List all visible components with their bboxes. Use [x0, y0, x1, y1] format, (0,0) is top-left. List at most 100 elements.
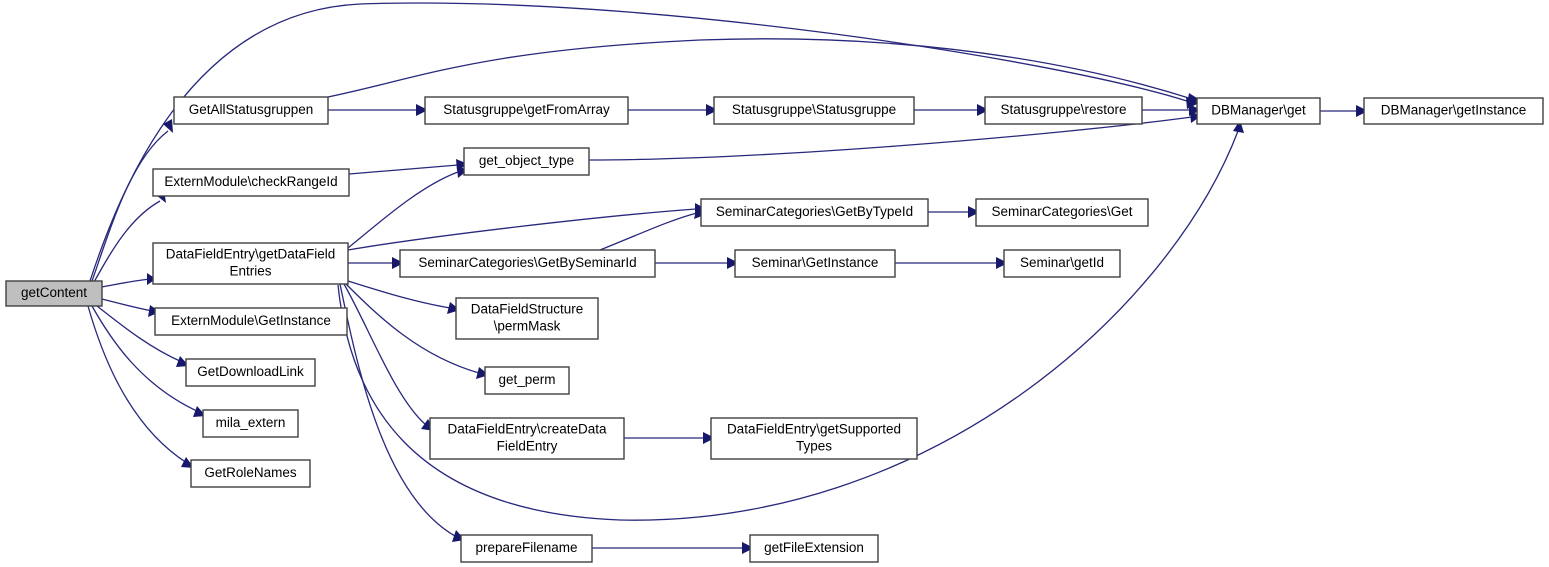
edge-prepareFilename-to-getFileExtension — [592, 542, 754, 554]
node-rect[interactable] — [152, 242, 349, 285]
node-rect[interactable] — [1196, 97, 1321, 125]
edge-getByTypeId-to-seminarCatGet — [928, 206, 980, 218]
node-seminarCatGet[interactable]: SeminarCategories\Get — [975, 198, 1149, 227]
arrowhead-icon — [968, 206, 980, 218]
edge-line — [101, 298, 153, 312]
edge-line — [347, 171, 459, 249]
edge-line — [327, 38, 1193, 100]
node-rect[interactable] — [700, 198, 929, 227]
node-permMask[interactable]: DataFieldStructure\permMask — [455, 297, 599, 340]
edge-line — [348, 164, 459, 175]
edge-getDataFieldEntr-to-createDataField — [343, 283, 435, 431]
edge-line — [588, 116, 1193, 161]
node-rect[interactable] — [460, 534, 593, 563]
arrowhead-icon — [1189, 104, 1201, 116]
node-rect[interactable] — [185, 358, 316, 387]
edge-getFromArray-to-statusgruppeCtor — [628, 104, 718, 116]
edge-getDataFieldEntr-to-dbManagerGet — [337, 120, 1244, 521]
node-rect[interactable] — [154, 307, 348, 336]
nodes-layer: getContent GetAllStatusgruppenExternModul… — [5, 96, 1544, 563]
node-rect[interactable] — [190, 459, 311, 488]
edge-getBySeminarId-to-getByTypeId — [599, 207, 707, 251]
edge-getAllStatus-to-getFromArray — [328, 104, 428, 116]
arrowhead-icon — [163, 119, 173, 133]
node-rect[interactable] — [710, 417, 918, 460]
edge-statusgruppeCtor-to-statusgruppeRest — [914, 104, 989, 116]
edge-line — [91, 130, 169, 282]
node-milaExtern[interactable]: mila_extern — [202, 409, 299, 438]
arrowhead-icon — [996, 257, 1008, 269]
node-rect[interactable] — [984, 96, 1143, 125]
arrowhead-icon — [147, 273, 156, 285]
node-getObjectType[interactable]: get_object_type — [463, 147, 590, 176]
arrowhead-icon — [1233, 120, 1244, 133]
node-rect[interactable] — [455, 297, 599, 340]
arrowhead-icon — [742, 542, 754, 554]
edge-getBySeminarId-to-seminarGetInst — [655, 257, 739, 269]
node-getFileExtension[interactable]: getFileExtension — [749, 534, 879, 563]
node-prepareFilename[interactable]: prepareFilename — [460, 534, 593, 563]
node-rect[interactable] — [424, 96, 629, 125]
node-getDownloadLink[interactable]: GetDownloadLink — [185, 358, 316, 387]
node-rect[interactable] — [429, 417, 625, 460]
node-rect[interactable] — [202, 409, 299, 438]
edge-line — [91, 305, 200, 413]
node-rect[interactable] — [1363, 97, 1544, 125]
node-rect[interactable] — [749, 534, 879, 563]
node-seminarGetId[interactable]: Seminar\getId — [1003, 249, 1121, 278]
node-rect[interactable] — [173, 96, 329, 125]
edge-createDataField-to-getSupportedTypes — [624, 432, 715, 444]
node-rect[interactable] — [463, 147, 590, 176]
node-getByTypeId[interactable]: SeminarCategories\GetByTypeId — [700, 198, 929, 227]
node-getFromArray[interactable]: Statusgruppe\getFromArray — [424, 96, 629, 125]
node-dbManagerGet[interactable]: DBManager\get — [1196, 97, 1321, 125]
node-getPerm[interactable]: get_perm — [484, 366, 570, 395]
node-rect[interactable] — [152, 168, 350, 197]
edge-getDataFieldEntr-to-permMask — [347, 280, 460, 314]
arrowhead-icon — [1187, 93, 1200, 105]
node-dbManagerGetInst[interactable]: DBManager\getInstance — [1363, 97, 1544, 125]
node-externCheckRange[interactable]: ExternModule\checkRangeId — [152, 168, 350, 197]
edge-getDataFieldEntr-to-getByTypeId — [347, 203, 706, 251]
arrowhead-icon — [1356, 105, 1368, 117]
edge-dbManagerGet-to-dbManagerGetInst — [1320, 105, 1368, 117]
node-rect[interactable] — [713, 96, 915, 125]
edge-getContent-to-externGetInstance — [101, 298, 160, 317]
node-getBySeminarId[interactable]: SeminarCategories\GetBySeminarId — [399, 249, 656, 278]
arrowhead-icon — [392, 257, 404, 269]
node-rect[interactable] — [1003, 249, 1121, 278]
node-getContent[interactable]: getContent — [5, 280, 103, 307]
arrowhead-icon — [706, 104, 718, 116]
node-rect[interactable] — [975, 198, 1149, 227]
edge-getAllStatus-to-dbManagerGet — [327, 38, 1200, 105]
node-rect[interactable] — [734, 249, 896, 278]
node-getAllStatus[interactable]: GetAllStatusgruppen — [173, 96, 329, 125]
node-rect[interactable] — [399, 249, 656, 278]
edge-line — [87, 305, 188, 464]
node-statusgruppeRest[interactable]: Statusgruppe\restore — [984, 96, 1143, 125]
arrowhead-icon — [703, 432, 715, 444]
node-statusgruppeCtor[interactable]: Statusgruppe\Statusgruppe — [713, 96, 915, 125]
edge-line — [339, 283, 456, 537]
edge-line — [347, 208, 697, 251]
node-getRoleNames[interactable]: GetRoleNames — [190, 459, 311, 488]
node-externGetInstance[interactable]: ExternModule\GetInstance — [154, 307, 348, 336]
edge-seminarGetInst-to-seminarGetId — [895, 257, 1008, 269]
node-rect[interactable] — [5, 280, 103, 307]
edge-line — [345, 283, 480, 374]
edge-line — [96, 305, 183, 363]
edge-externCheckRange-to-getObjectType — [348, 159, 468, 175]
arrowhead-icon — [416, 104, 428, 116]
edge-line — [89, 2, 1191, 282]
edge-line — [347, 280, 451, 309]
node-seminarGetInst[interactable]: Seminar\GetInstance — [734, 249, 896, 278]
edge-getDataFieldEntr-to-prepareFilename — [339, 283, 465, 542]
edge-line — [101, 278, 151, 288]
edge-line — [343, 283, 427, 426]
node-rect[interactable] — [484, 366, 570, 395]
